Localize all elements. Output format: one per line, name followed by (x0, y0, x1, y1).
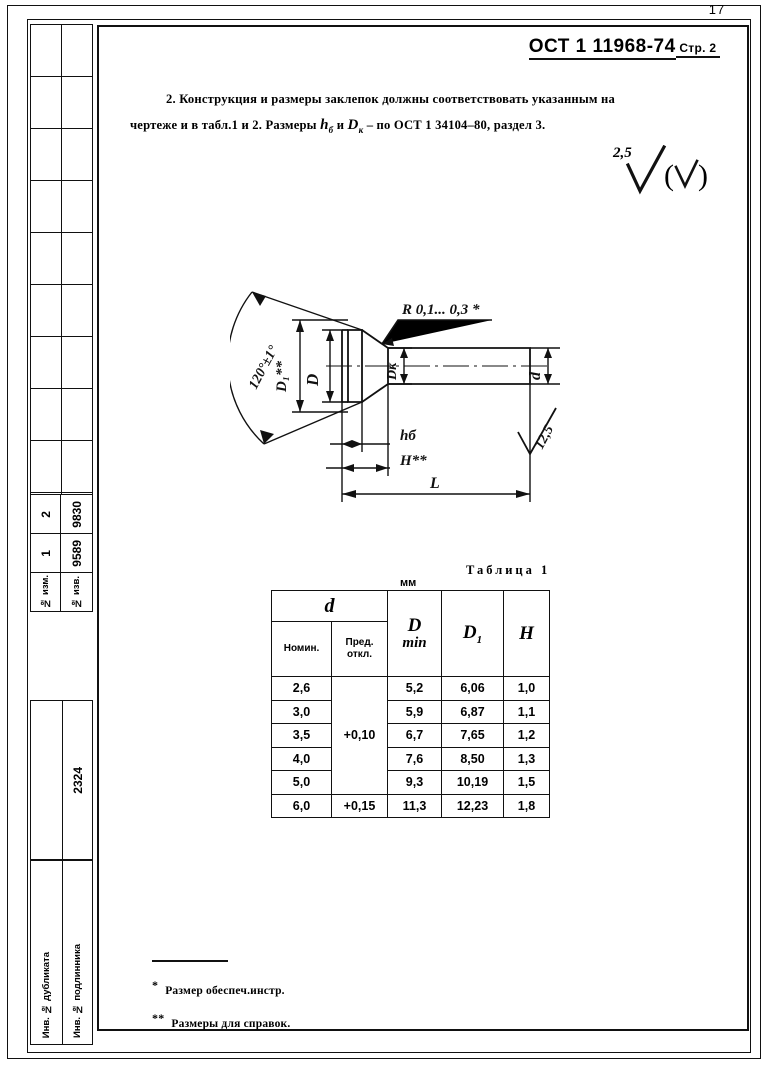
revision-stamp: 2 9830 1 9589 № изм. № изв. (30, 494, 93, 612)
paragraph-conjunction: и (336, 118, 345, 132)
cell-dmin: 5,2 (387, 676, 442, 701)
header-D1: D1 (441, 590, 504, 677)
izv-no-2: 9830 (60, 494, 93, 534)
rev-no-2: 2 (30, 494, 61, 534)
paragraph-line-2a: чертеже и в табл.1 и 2. Размеры (130, 118, 317, 132)
label-d1: D₁** (274, 360, 290, 393)
label-d: D (303, 374, 322, 387)
footnote-2: ** Размеры для справок. (152, 1011, 290, 1030)
cell-nominal: 4,0 (271, 746, 332, 771)
table-unit: мм (400, 577, 417, 589)
table-row: 5,0 9,3 10,19 1,5 (271, 770, 550, 795)
body-paragraph: 2. Конструкция и размеры заклепок должны… (130, 86, 675, 143)
stamp-drawing-number: 2324 (30, 700, 93, 860)
label-L: L (429, 475, 440, 492)
cell-h: 1,0 (503, 676, 550, 701)
table-row: 3,0 5,9 6,87 1,1 (271, 699, 550, 724)
cell-dmin: 7,6 (387, 746, 442, 771)
header-H: H (503, 590, 550, 677)
footnote-1-text: Размер обеспеч.инстр. (165, 984, 285, 997)
footnote-2-marker: ** (152, 1011, 165, 1025)
label-H: H** (399, 453, 427, 469)
header-nominal: Номин. (271, 621, 332, 677)
cell-h: 1,5 (503, 770, 550, 795)
cell-h: 1,3 (503, 746, 550, 771)
roughness-value: 2,5 (613, 145, 632, 161)
cell-nominal: 6,0 (271, 793, 332, 818)
stamp-blank-grid (30, 24, 93, 494)
inv-original-label: Инв. № подлинника (72, 944, 83, 1038)
table-row: 2,6 +0,10 5,2 6,06 1,0 (271, 676, 550, 795)
cell-deviation: +0,10 (331, 676, 388, 795)
cell-nominal: 2,6 (271, 676, 332, 701)
page-label: Стр. 2 (679, 41, 717, 55)
symbol-d-k: Dк (347, 117, 364, 135)
footnote-2-text: Размеры для справок. (171, 1017, 291, 1030)
table-row: 3,5 6,7 7,65 1,2 (271, 723, 550, 748)
cell-d1: 10,19 (441, 770, 504, 795)
cell-dmin: 11,3 (387, 793, 442, 818)
cell-d1: 7,65 (441, 723, 504, 748)
cell-nominal: 3,5 (271, 723, 332, 748)
cell-h: 1,1 (503, 699, 550, 724)
document-code: ОСТ 1 11968-74 (528, 36, 676, 60)
checkmark-icon (625, 145, 667, 195)
cell-dmin: 5,9 (387, 699, 442, 724)
izv-label: № изв. (60, 572, 93, 612)
cell-nominal: 5,0 (271, 770, 332, 795)
paren-close: ) (698, 159, 708, 192)
cell-dmin: 9,3 (387, 770, 442, 795)
page-number: 17 (708, 2, 726, 17)
paren-open: ( (664, 159, 674, 192)
cell-d1: 12,23 (441, 793, 504, 818)
cell-d1: 6,87 (441, 699, 504, 724)
header-deviation: Пред.откл. (331, 621, 388, 677)
label-radius: R 0,1... 0,3 * (401, 302, 480, 318)
cell-dmin: 6,7 (387, 723, 442, 748)
rivet-technical-drawing: 120°±1° D₁** D Dк d R 0,1... 0,3 * 12,5 … (230, 262, 580, 517)
footnote-rule (152, 960, 228, 962)
frame-outer (7, 5, 761, 1059)
label-roughness-shaft: 12,5 (532, 423, 557, 452)
label-dk: Dк (385, 362, 400, 381)
table-row: 6,0 +0,15 11,3 12,23 1,8 (271, 793, 550, 818)
checkmark-small-icon (674, 159, 699, 190)
stamp-inventory: Инв. № дубликата Инв. № подлинника (30, 860, 93, 1045)
frame-content-border (97, 25, 749, 1031)
rev-label: № изм. (30, 572, 61, 612)
footnote-1-marker: * (152, 978, 159, 992)
cell-h: 1,2 (503, 723, 550, 748)
label-shaft-d: d (527, 371, 544, 380)
header-group-d: d (271, 590, 388, 622)
document-title: ОСТ 1 11968-74 Стр. 2 (430, 36, 720, 60)
paragraph-line-1: 2. Конструкция и размеры заклепок должны… (166, 92, 615, 106)
izv-no-1: 9589 (60, 533, 93, 573)
inv-duplicate-label: Инв. № дубликата (41, 951, 52, 1038)
paragraph-line-2b: – по ОСТ 1 34104–80, раздел 3. (366, 118, 546, 132)
symbol-h-b: hб (320, 117, 334, 135)
frame-inner (27, 19, 751, 1053)
cell-h: 1,8 (503, 793, 550, 818)
cell-d1: 8,50 (441, 746, 504, 771)
table-row: 4,0 7,6 8,50 1,3 (271, 746, 550, 771)
cell-d1: 6,06 (441, 676, 504, 701)
label-h-b: hб (400, 428, 416, 444)
surface-roughness-symbol: 2,5 ( ) (606, 145, 716, 205)
cell-nominal: 3,0 (271, 699, 332, 724)
footnote-1: * Размер обеспеч.инстр. (152, 978, 285, 997)
rev-no-1: 1 (30, 533, 61, 573)
cell-deviation: +0,15 (331, 793, 388, 818)
table-caption: Таблица 1 (466, 563, 551, 577)
